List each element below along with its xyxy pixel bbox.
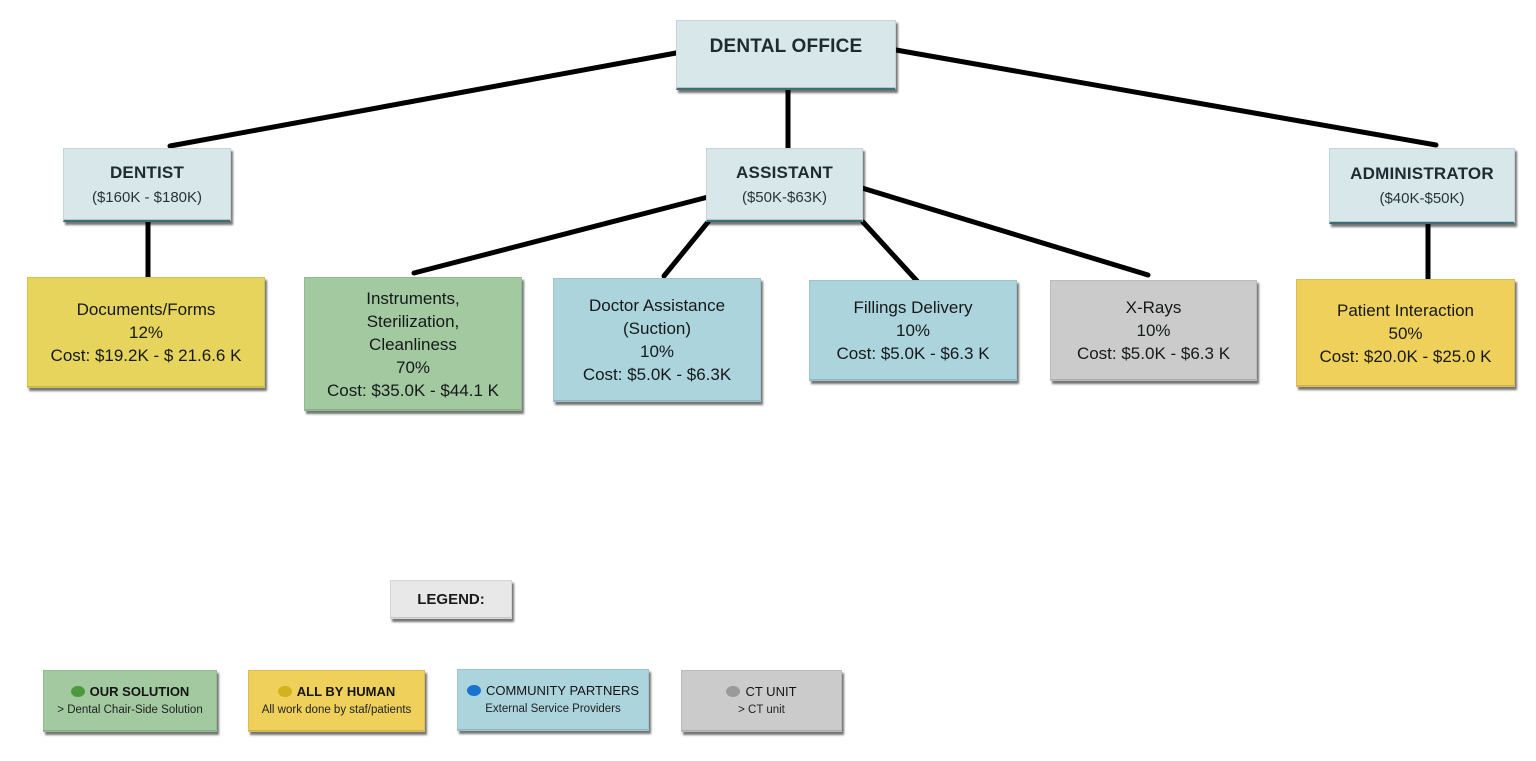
yellow-dot-icon: [277, 686, 292, 697]
connector-assistant-xrays: [859, 185, 1151, 278]
task-percent: 10%: [1136, 321, 1171, 340]
task-cost: Cost: $19.2K - $ 21.6.6 K: [50, 346, 242, 365]
legend-item-header: COMMUNITY PARTNERS: [466, 682, 640, 699]
task-cost: Cost: $5.0K - $6.3K: [582, 365, 732, 384]
task-patient-interaction: Patient Interaction 50% Cost: $20.0K - $…: [1296, 279, 1515, 387]
task-doctor-assistance: Doctor Assistance (Suction) 10% Cost: $5…: [553, 278, 761, 402]
legend-item-our-solution: OUR SOLUTION > Dental Chair-Side Solutio…: [43, 670, 217, 732]
node-title: DENTAL OFFICE: [709, 36, 863, 57]
task-cost: Cost: $5.0K - $6.3 K: [1076, 344, 1231, 363]
legend-item-header: CT UNIT: [726, 683, 797, 700]
legend-item-ct-unit: CT UNIT > CT unit: [681, 670, 842, 732]
task-cost: Cost: $5.0K - $6.3 K: [836, 344, 990, 363]
legend-title-text: LEGEND:: [417, 591, 485, 608]
legend-item-name: CT UNIT: [745, 684, 797, 699]
connector-assistant-fillings: [860, 219, 920, 284]
task-name-line: Sterilization,: [366, 311, 460, 331]
node-administrator: ADMINISTRATOR ($40K-$50K): [1329, 148, 1515, 224]
task-name-line: Doctor Assistance: [588, 296, 726, 315]
gray-dot-icon: [726, 686, 741, 697]
legend-item-name: COMMUNITY PARTNERS: [485, 683, 640, 698]
task-name-line: (Suction): [622, 319, 692, 338]
connector-assistant-instruments: [411, 193, 715, 276]
green-dot-icon: [70, 686, 85, 697]
task-name-line: Instruments,: [366, 288, 460, 308]
task-name-line: Cleanliness: [369, 334, 457, 354]
task-percent: 10%: [895, 321, 931, 340]
task-percent: 50%: [1388, 323, 1423, 343]
task-percent: 70%: [395, 357, 431, 377]
task-percent: 10%: [639, 342, 675, 361]
node-assistant: ASSISTANT ($50K-$63K): [706, 148, 863, 222]
legend-item-name: ALL BY HUMAN: [296, 684, 396, 699]
legend-title: LEGEND:: [390, 580, 512, 619]
legend-item-header: ALL BY HUMAN: [277, 683, 396, 700]
blue-dot-icon: [466, 685, 481, 696]
legend-item-name: OUR SOLUTION: [89, 684, 190, 699]
task-name: Patient Interaction: [1336, 300, 1475, 320]
node-dentist: DENTIST ($160K - $180K): [63, 148, 231, 222]
legend-item-description: > CT unit: [738, 704, 785, 716]
task-cost: Cost: $20.0K - $25.0 K: [1319, 346, 1492, 366]
task-instruments-sterilization: Instruments, Sterilization, Cleanliness …: [304, 277, 522, 411]
connector-office-administrator: [893, 47, 1439, 148]
task-name: X-Rays: [1125, 298, 1182, 317]
node-title: ASSISTANT: [736, 163, 833, 182]
task-documents-forms: Documents/Forms 12% Cost: $19.2K - $ 21.…: [27, 277, 265, 388]
connector-assistant-doctor-assistance: [661, 219, 711, 279]
task-name: Documents/Forms: [76, 300, 216, 319]
salary-range: ($50K-$63K): [741, 189, 828, 206]
node-title: ADMINISTRATOR: [1350, 164, 1494, 183]
task-cost: Cost: $35.0K - $44.1 K: [327, 380, 499, 400]
legend-item-all-by-human: ALL BY HUMAN All work done by staf/patie…: [248, 670, 425, 732]
task-name: Fillings Delivery: [853, 298, 973, 317]
legend-item-header: OUR SOLUTION: [70, 683, 190, 700]
node-title: DENTIST: [109, 163, 185, 182]
salary-range: ($40K-$50K): [1379, 190, 1465, 207]
salary-range: ($160K - $180K): [91, 189, 203, 206]
node-dental-office: DENTAL OFFICE: [676, 20, 896, 90]
task-fillings-delivery: Fillings Delivery 10% Cost: $5.0K - $6.3…: [809, 280, 1017, 381]
connector-office-dentist: [167, 50, 679, 149]
legend-item-description: External Service Providers: [485, 703, 621, 715]
legend-item-description: All work done by staf/patients: [261, 704, 412, 716]
legend-item-description: > Dental Chair-Side Solution: [57, 704, 203, 716]
legend-item-community-partners: COMMUNITY PARTNERS External Service Prov…: [457, 669, 649, 731]
task-percent: 12%: [128, 323, 164, 342]
task-x-rays: X-Rays 10% Cost: $5.0K - $6.3 K: [1050, 280, 1257, 381]
